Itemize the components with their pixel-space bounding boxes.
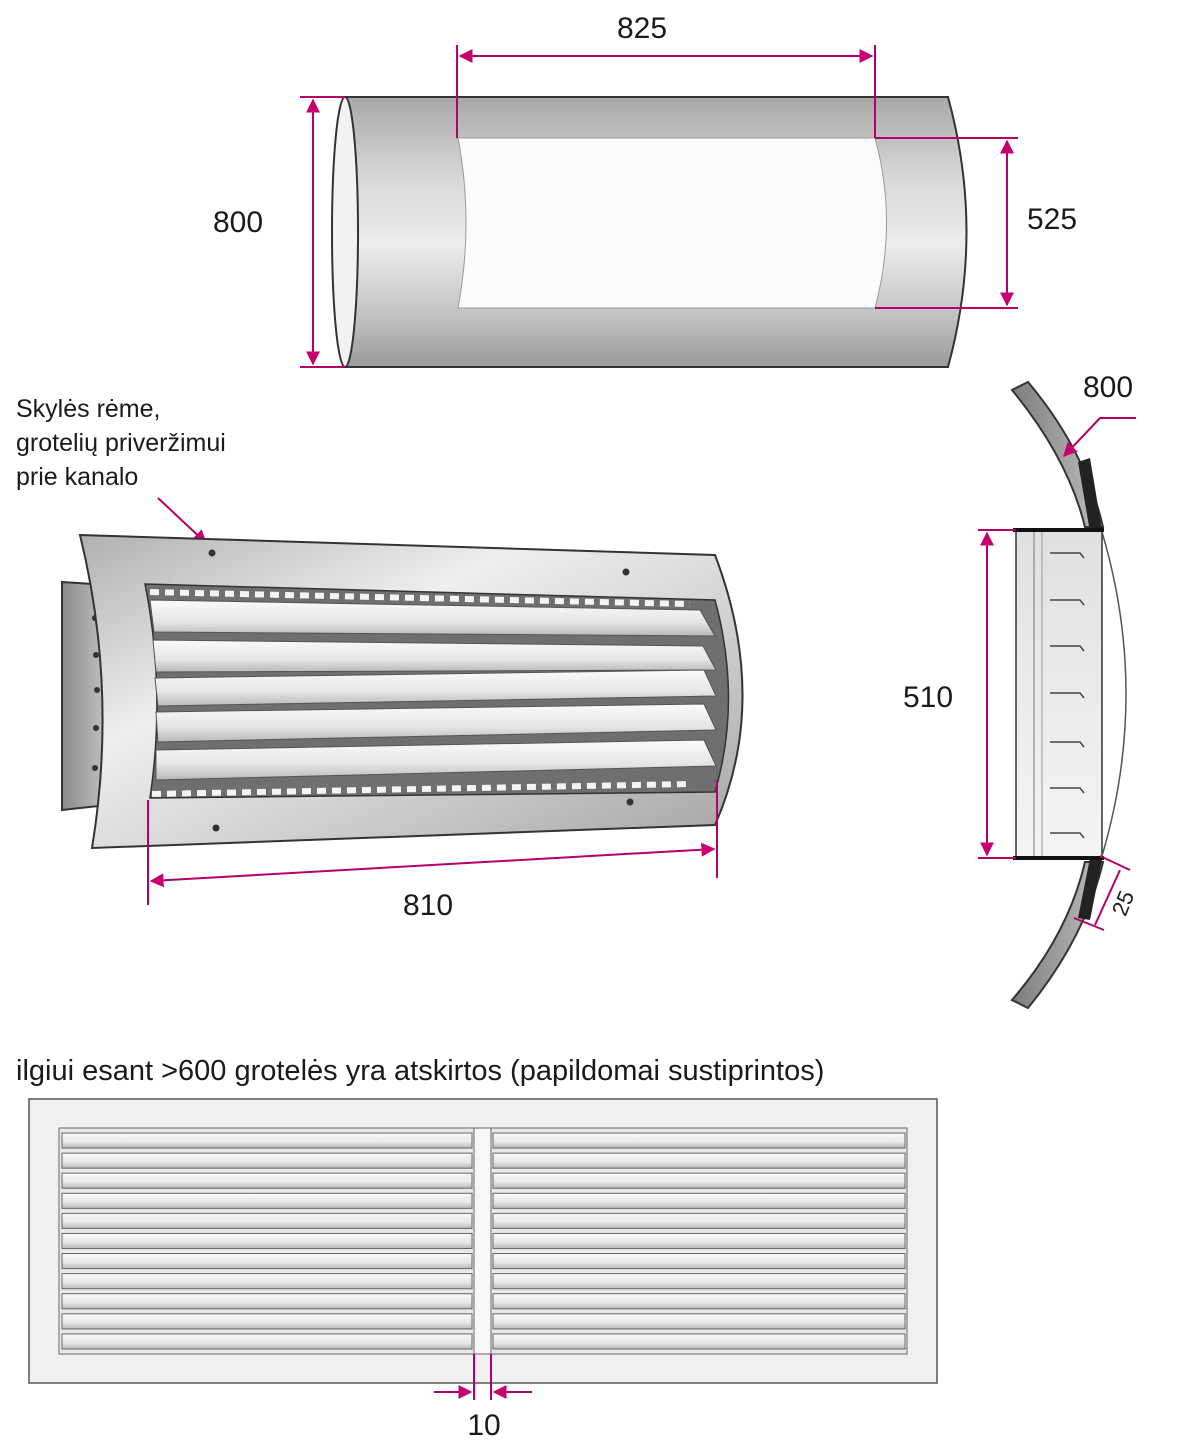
grille-blade	[152, 639, 717, 673]
side-blade	[1050, 692, 1085, 699]
grille-flange-lower	[1078, 858, 1102, 920]
side-flange-ext-1	[1099, 855, 1131, 871]
grille-blade	[492, 1152, 906, 1169]
split-grille-caption: ilgiui esant >600 grotelės yra atskirtos…	[16, 1055, 824, 1087]
grille-blade	[154, 669, 717, 707]
side-blade	[1050, 599, 1085, 606]
flange-hole	[93, 725, 99, 731]
grille-blade	[155, 739, 717, 781]
grille-flange-upper	[1078, 458, 1102, 532]
grille-blade	[61, 1333, 473, 1350]
grille-blade	[492, 1232, 906, 1250]
frame-hole	[212, 824, 220, 832]
grille-blade	[61, 1273, 473, 1290]
frame-hole	[622, 568, 630, 576]
side-diameter-label: 800	[1083, 371, 1133, 404]
gap-label: 10	[467, 1409, 500, 1442]
duct-opening	[457, 137, 887, 309]
grille-blade	[492, 1273, 906, 1290]
side-diameter-leader	[1063, 417, 1136, 458]
grille-blade	[61, 1232, 473, 1250]
grille-top-slot-row	[149, 589, 691, 607]
frame-hole	[208, 549, 216, 557]
grille-blade	[61, 1313, 473, 1330]
flange-hole	[92, 765, 98, 771]
grille-note-leader	[157, 497, 208, 544]
grille-blade	[492, 1192, 906, 1209]
grille-blade	[492, 1172, 906, 1189]
right-blade-group	[492, 1132, 906, 1350]
grille-blade	[492, 1253, 906, 1270]
grille-length-dimension-line	[149, 842, 716, 888]
side-flange-ext-2	[1073, 917, 1105, 931]
side-blade	[1050, 787, 1085, 794]
frame-hole	[626, 798, 634, 806]
side-flange-label: 25	[1107, 887, 1139, 919]
side-height-label: 510	[903, 681, 953, 714]
side-blade	[1050, 832, 1085, 839]
duct-view: 825 800 525	[213, 12, 1077, 368]
grille-perspective-view: Skylės rėme, grotelių priveržimui prie k…	[16, 395, 744, 922]
grille-blade	[492, 1313, 906, 1330]
grille-blade	[61, 1152, 473, 1169]
grille-blade	[492, 1212, 906, 1229]
flange-hole	[94, 687, 100, 693]
grille-blade	[492, 1333, 906, 1350]
duct-opening-height-label: 525	[1027, 203, 1077, 236]
grille-blade	[61, 1132, 473, 1149]
duct-end-ellipse	[331, 96, 359, 368]
grille-note-line-3: prie kanalo	[16, 463, 138, 491]
flange-hole	[93, 652, 99, 658]
split-grille-divider	[473, 1127, 492, 1355]
grille-blade	[149, 599, 716, 637]
side-blade	[1050, 741, 1085, 748]
grille-blade	[61, 1212, 473, 1229]
side-flange-dimension-line	[1094, 869, 1121, 926]
grille-blade	[492, 1132, 906, 1149]
side-view: 800 510 25	[903, 371, 1139, 1010]
split-grille-view: ilgiui esant >600 grotelės yra atskirtos…	[16, 1055, 938, 1442]
grille-blade	[61, 1192, 473, 1209]
side-blade	[1050, 645, 1085, 652]
grille-note-line-1: Skylės rėme,	[16, 395, 160, 423]
side-grille-body	[1015, 529, 1103, 859]
side-grille-curve	[1101, 531, 1127, 857]
grille-blade	[155, 703, 717, 743]
left-blade-group	[61, 1132, 473, 1350]
grille-blade	[61, 1293, 473, 1310]
grille-length-label: 810	[403, 889, 453, 922]
grille-note-line-2: grotelių priveržimui	[16, 429, 226, 457]
grille-blade	[61, 1253, 473, 1270]
side-blade	[1050, 552, 1085, 559]
grille-blade	[61, 1172, 473, 1189]
duct-wall-arc-upper	[1010, 380, 1105, 528]
duct-diameter-label: 800	[213, 206, 263, 239]
duct-width-label: 825	[617, 12, 667, 45]
grille-blade	[492, 1293, 906, 1310]
